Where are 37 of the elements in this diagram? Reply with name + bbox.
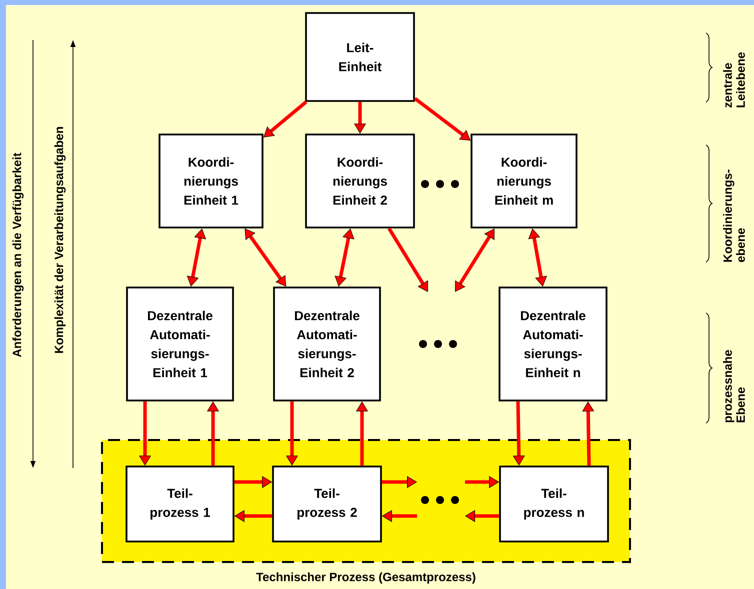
arrow: [234, 510, 272, 522]
arrow: [513, 401, 525, 466]
axis-label: Komplexität der Verarbeitungsaufgaben: [54, 127, 66, 353]
arrow: [186, 228, 206, 286]
arrow: [356, 402, 368, 466]
arrow: [334, 228, 354, 286]
arrow: [465, 510, 500, 522]
arrow: [414, 97, 470, 141]
arrow: [465, 476, 499, 488]
unit-box: Koordi- nierungs Einheit 2: [305, 134, 415, 228]
side-label: Koordinierungs- ebene: [723, 170, 745, 262]
unit-box: Leit- Einheit: [305, 12, 415, 102]
band-heading: Technischer Prozess (Gesamtprozess): [256, 572, 476, 584]
arrow: [207, 402, 219, 466]
axis-label: Anforderungen an die Verfügbarkeit: [12, 152, 24, 358]
unit-box: Koordi- nierungs Einheit m: [470, 134, 578, 228]
arrow: [286, 401, 298, 466]
arrow: [234, 476, 272, 488]
side-label: zentrale Leitebene: [723, 52, 745, 108]
unit-box: Koordi- nierungs Einheit 1: [158, 134, 264, 228]
unit-box: Dezentrale Automati- sierungs- Einheit 1: [126, 286, 234, 402]
arrow: [244, 228, 286, 286]
side-label: prozessnahe Ebene: [723, 350, 745, 422]
unit-box: Teil- prozess n: [499, 466, 609, 542]
arrow: [382, 510, 417, 522]
arrow: [354, 102, 366, 134]
arrow: [382, 476, 417, 488]
arrow: [455, 228, 495, 292]
arrow: [264, 100, 308, 138]
arrow: [388, 227, 428, 292]
arrow: [528, 228, 547, 286]
arrow: [582, 402, 594, 466]
unit-box: Dezentrale Automati- sierungs- Einheit 2: [273, 286, 381, 402]
unit-box: Teil- prozess 1: [126, 466, 234, 542]
unit-box: Dezentrale Automati- sierungs- Einheit n: [498, 286, 608, 402]
arrow: [139, 401, 151, 466]
unit-box: Teil- prozess 2: [272, 466, 382, 542]
